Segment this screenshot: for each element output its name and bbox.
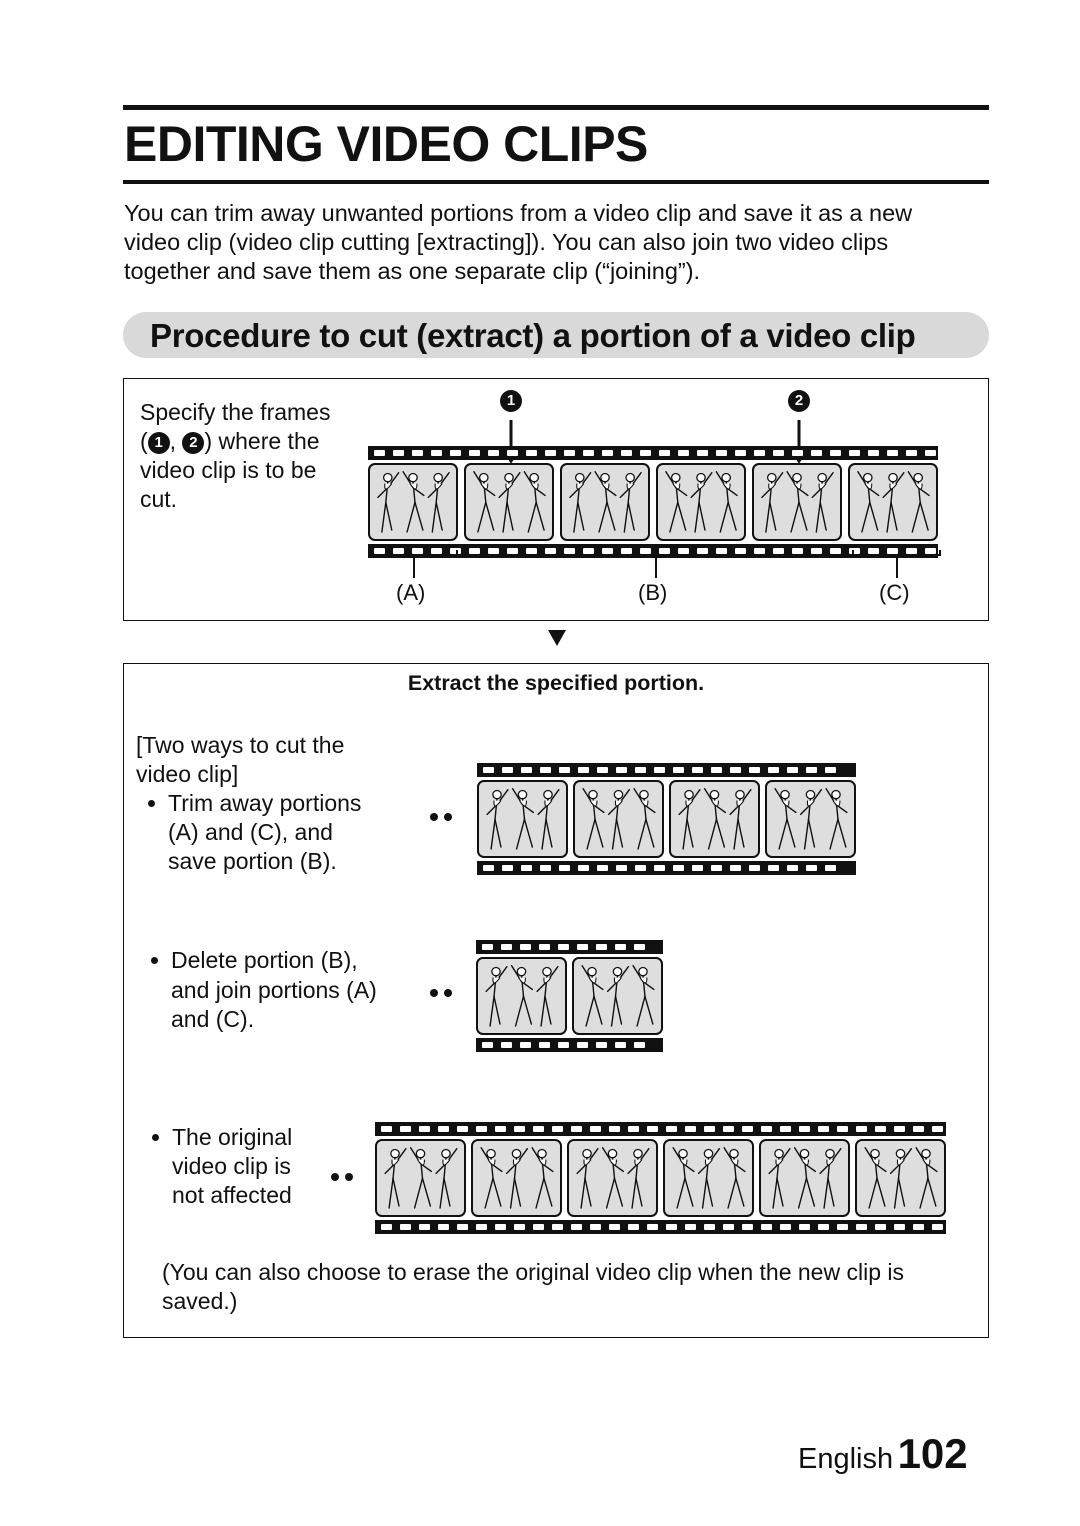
- step1-text-where: where the: [218, 428, 320, 454]
- film-frame: [752, 463, 842, 541]
- note-line: saved.): [162, 1288, 238, 1314]
- step1-text-line: cut.: [140, 486, 178, 512]
- bullet-dot: [151, 957, 158, 964]
- bullet-dot: [148, 800, 155, 807]
- footer: English 102: [798, 1430, 968, 1478]
- film-frame: [759, 1139, 850, 1217]
- filmstrip-original-with-cut-points: [368, 446, 938, 558]
- note-line: (You can also choose to erase the origin…: [162, 1259, 904, 1285]
- intro-line: together and save them as one separate c…: [124, 258, 701, 284]
- film-frame: [855, 1139, 946, 1217]
- marker-1-icon: 1: [500, 390, 522, 412]
- portion-label-b: (B): [638, 580, 668, 605]
- intro-paragraph: You can trim away unwanted portions from…: [124, 199, 994, 286]
- intro-line: You can trim away unwanted portions from…: [124, 200, 913, 226]
- down-triangle-icon: [548, 630, 566, 646]
- filmstrip-original: [375, 1122, 946, 1234]
- section-header-bar: [123, 312, 989, 358]
- delete-line: and (C).: [171, 1006, 255, 1032]
- step2-box: [123, 663, 989, 1338]
- original-line: not affected: [172, 1182, 292, 1208]
- original-line: The original: [172, 1124, 293, 1150]
- film-frame: [765, 780, 856, 858]
- film-frame: [471, 1139, 562, 1217]
- film-frame: [572, 957, 663, 1035]
- trim-line: (A) and (C), and: [168, 819, 333, 845]
- delete-line: Delete portion (B),: [171, 947, 358, 973]
- marker-separator: ,: [169, 428, 177, 454]
- film-perforation-bottom: [477, 861, 856, 875]
- section-title: Procedure to cut (extract) a portion of …: [150, 317, 916, 354]
- top-rule: [123, 105, 989, 110]
- film-frame: [560, 463, 650, 541]
- portion-label-c: (C): [879, 580, 910, 605]
- film-frame: [663, 1139, 754, 1217]
- film-frame: [464, 463, 554, 541]
- original-line: video clip is: [172, 1153, 291, 1179]
- title-underline: [123, 180, 989, 184]
- marker-1-icon: 1: [147, 432, 170, 454]
- portion-label-a: (A): [396, 580, 426, 605]
- step1-box: [123, 378, 989, 621]
- step2-heading: Extract the specified portion.: [407, 671, 705, 695]
- marker-2-icon: 2: [788, 390, 810, 412]
- film-frame: [368, 463, 458, 541]
- bullet-dot: [152, 1134, 159, 1141]
- film-perforation-bottom: [476, 1038, 663, 1052]
- film-perforation-top: [368, 446, 938, 460]
- film-frame: [567, 1139, 658, 1217]
- film-frame: [848, 463, 938, 541]
- film-frame: [476, 957, 567, 1035]
- step1-text-line: video clip is to be: [140, 457, 317, 483]
- delete-line: and join portions (A): [171, 977, 377, 1003]
- trim-line: save portion (B).: [168, 848, 337, 874]
- step1-text-line: Specify the frames: [140, 399, 331, 425]
- step1-text-line-markers: (1, 2) where the: [140, 427, 320, 456]
- ways-line: video clip]: [136, 761, 239, 787]
- filmstrip-joined-a-c: [476, 940, 663, 1052]
- page-title: EDITING VIDEO CLIPS: [124, 116, 648, 172]
- film-perforation-top: [476, 940, 663, 954]
- film-frame: [477, 780, 568, 858]
- film-frame: [669, 780, 760, 858]
- paren-open: (: [140, 428, 148, 454]
- film-perforation-bottom: [375, 1220, 946, 1234]
- paren-close: ): [204, 428, 213, 454]
- marker-2-icon: 2: [182, 432, 205, 454]
- page-number: 102: [897, 1430, 968, 1477]
- footer-language: English: [798, 1443, 894, 1475]
- film-frame: [573, 780, 664, 858]
- filmstrip-portion-b: [477, 763, 856, 875]
- film-perforation-top: [375, 1122, 946, 1136]
- ways-line: [Two ways to cut the: [136, 732, 345, 758]
- film-frame: [656, 463, 746, 541]
- intro-line: video clip (video clip cutting [extracti…: [124, 229, 889, 255]
- film-perforation-top: [477, 763, 856, 777]
- film-frame: [375, 1139, 466, 1217]
- trim-line: Trim away portions: [168, 790, 362, 816]
